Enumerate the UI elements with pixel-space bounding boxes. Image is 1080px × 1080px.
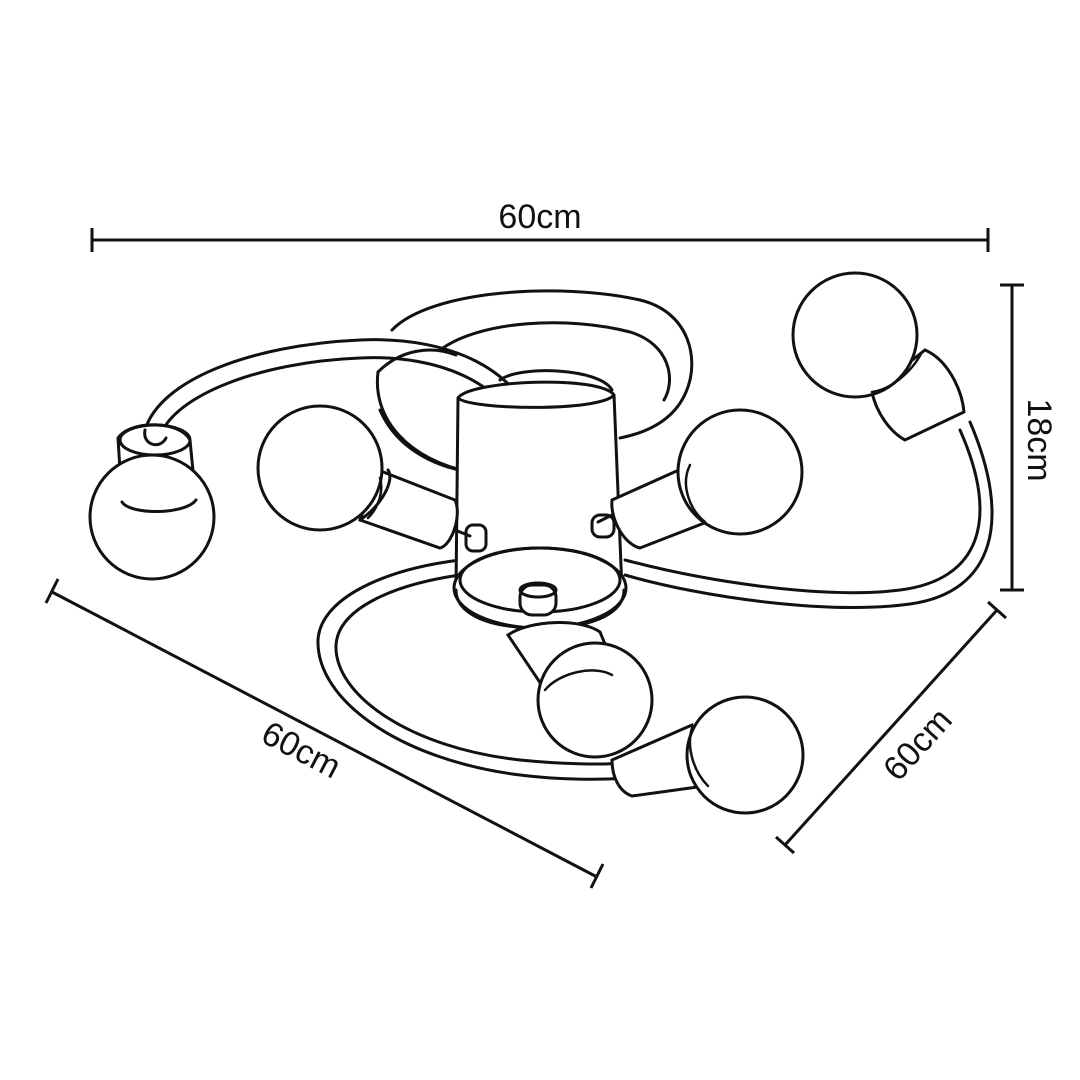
- dimension-depth-right: 60cm: [775, 600, 1007, 855]
- lamp-right-center: [596, 408, 804, 550]
- lamp-left-center: [256, 404, 472, 550]
- bulb-top-right: [791, 271, 919, 399]
- dimension-width-top: 60cm: [90, 198, 990, 252]
- upper-ring: [390, 289, 694, 440]
- bulb-front-center: [536, 641, 654, 759]
- label-depth-left: 60cm: [255, 714, 346, 786]
- bulb-right-center: [676, 408, 804, 536]
- lamp-front-center: [505, 621, 654, 759]
- lower-ring: [316, 558, 627, 781]
- lamp-top-right: [791, 271, 966, 442]
- lamp-left: [88, 423, 216, 581]
- arm-right-sweep: [623, 420, 994, 609]
- central-body: [452, 369, 628, 630]
- dimension-height-right: 18cm: [1000, 283, 1058, 592]
- bulb-left-center: [256, 404, 384, 532]
- lamp-front-right: [610, 695, 805, 815]
- label-depth-right: 60cm: [876, 701, 960, 788]
- label-width-top: 60cm: [498, 198, 581, 236]
- bulb-left: [88, 453, 216, 581]
- label-height-right: 18cm: [1020, 398, 1058, 481]
- connector-pins: [464, 513, 616, 553]
- bulb-front-right: [685, 695, 805, 815]
- center-finial: [518, 583, 558, 617]
